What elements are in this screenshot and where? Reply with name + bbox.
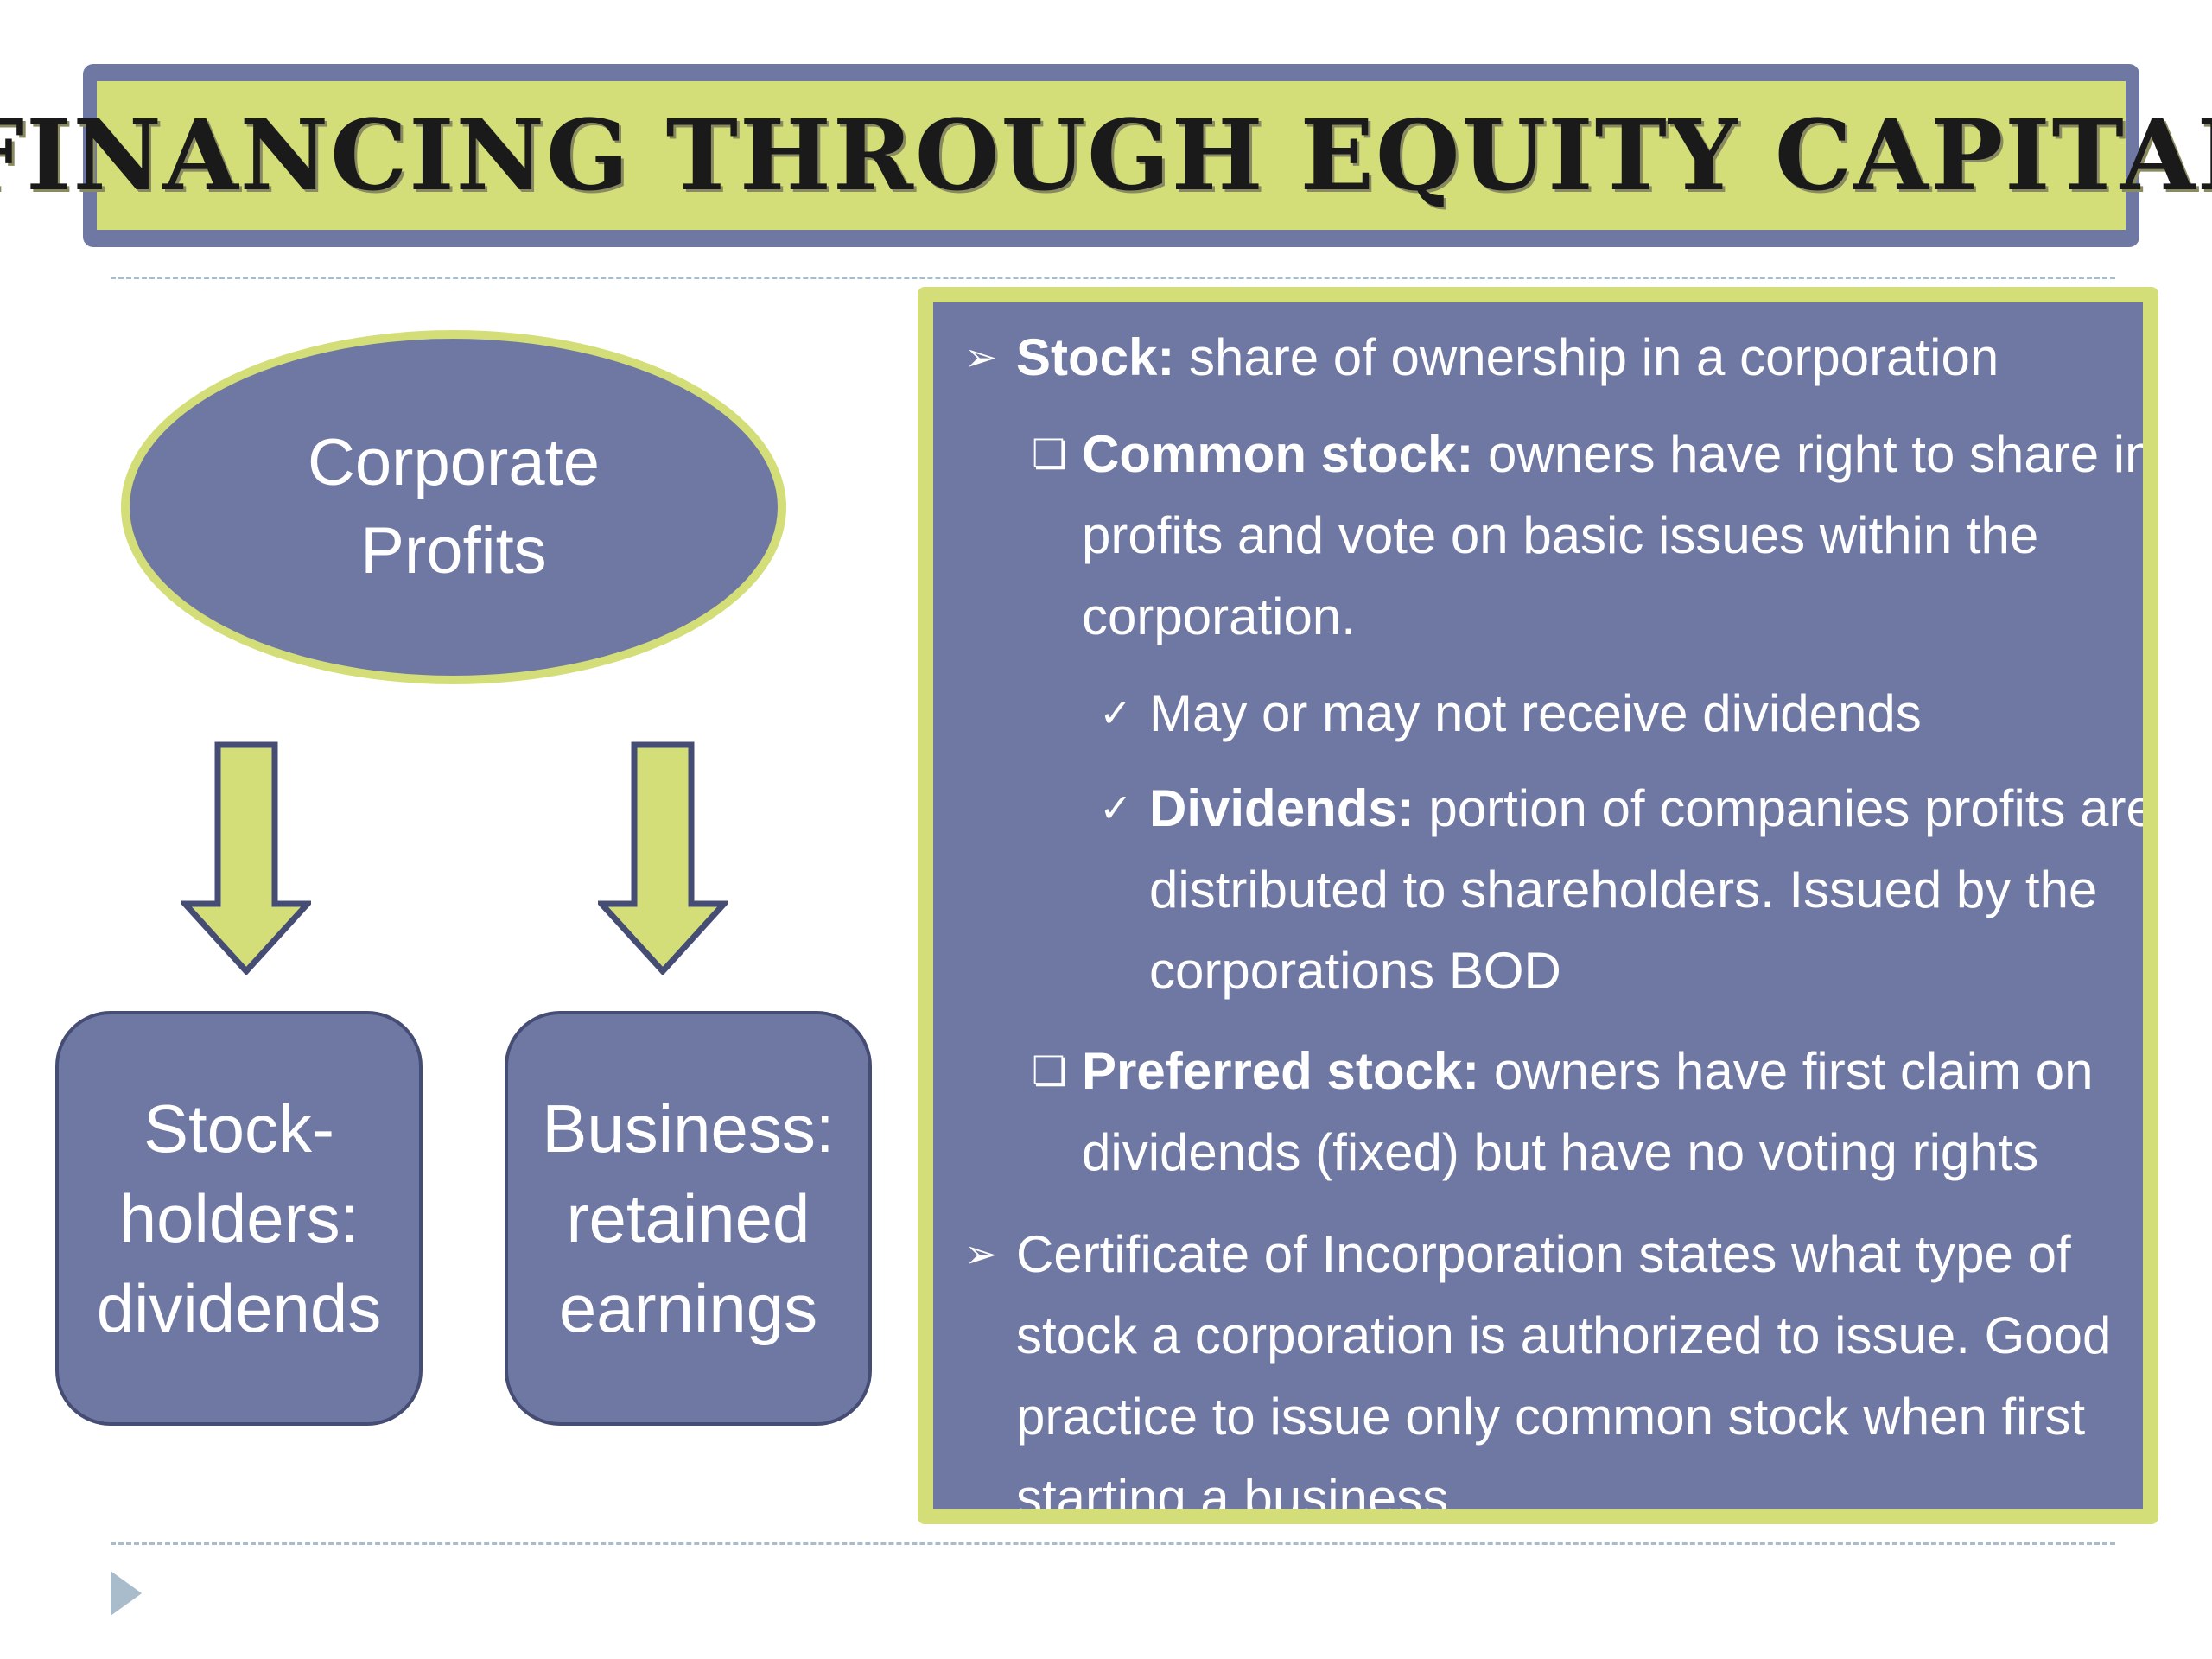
checkmark-bullet-icon: ✓ [1099,785,1133,830]
stockholders-dividends-node: Stock- holders: dividends [55,1011,423,1426]
dividends-line-3: corporations BOD [1149,942,1561,1000]
title-banner: FINANCING THROUGH EQUITY CAPITAL [0,64,2212,247]
arrowhead-bullet-icon: ➢ [964,1231,998,1276]
definitions-panel: ➢ Stock: share of ownership in a corpora… [918,287,2158,1524]
down-arrow-icon [598,741,728,975]
preferred-stock-line-2: dividends (fixed) but have no voting rig… [1082,1123,2039,1181]
corporate-profits-node: Corporate Profits [121,330,786,684]
common-stock-bullet: Common stock: owners have right to share… [1082,413,2143,495]
arrowhead-bullet-icon: ➢ [964,334,998,379]
certificate-line-2: stock a corporation is authorized to iss… [1016,1306,2112,1364]
common-stock-line-1: owners have right to share in [1473,425,2143,483]
certificate-line-4: starting a business [1016,1469,1449,1509]
preferred-stock-bullet: Preferred stock: owners have first claim… [1082,1030,2093,1112]
stock-definition: share of ownership in a corporation [1174,328,1999,386]
slide-title: FINANCING THROUGH EQUITY CAPITAL [0,99,2212,213]
common-stock-term: Common stock: [1082,425,1474,483]
definitions-panel-inner: ➢ Stock: share of ownership in a corpora… [933,302,2143,1509]
business-retained-earnings-node: Business: retained earnings [505,1011,872,1426]
stockholders-dividends-label: Stock- holders: dividends [96,1090,382,1346]
down-arrow-icon [181,741,311,975]
corporate-profits-label: Corporate Profits [308,426,600,588]
stock-term: Stock: [1016,328,1175,386]
business-retained-earnings-label: Business: retained earnings [542,1090,835,1346]
certificate-line-3: practice to issue only common stock when… [1016,1388,2086,1446]
top-dashed-divider [111,276,2115,279]
profits-diagram: Corporate Profits Stock- holders: divide… [0,0,907,1469]
common-stock-line-2: profits and vote on basic issues within … [1082,506,2039,564]
dividends-term: Dividends: [1149,779,1414,837]
dividends-line-1: portion of companies profits are [1414,779,2143,837]
dividends-line-2: distributed to shareholders. Issued by t… [1149,861,2098,918]
preferred-stock-line-1: owners have first claim on [1479,1042,2094,1100]
title-banner-inner: FINANCING THROUGH EQUITY CAPITAL [0,81,2212,230]
checkbox-bullet-icon: ❏ [1032,431,1068,476]
common-stock-line-3: corporation. [1082,588,1356,645]
bottom-dashed-divider [111,1542,2115,1545]
checkbox-bullet-icon: ❏ [1032,1048,1068,1093]
certificate-line-1: Certificate of Incorporation states what… [1016,1225,2071,1283]
preferred-stock-term: Preferred stock: [1082,1042,1480,1100]
checkmark-bullet-icon: ✓ [1099,690,1133,735]
play-triangle-icon [111,1571,142,1616]
dividends-maybe-bullet: May or may not receive dividends [1149,684,1922,742]
stock-bullet: Stock: share of ownership in a corporati… [1016,316,1999,398]
dividends-bullet: Dividends: portion of companies profits … [1149,767,2143,849]
